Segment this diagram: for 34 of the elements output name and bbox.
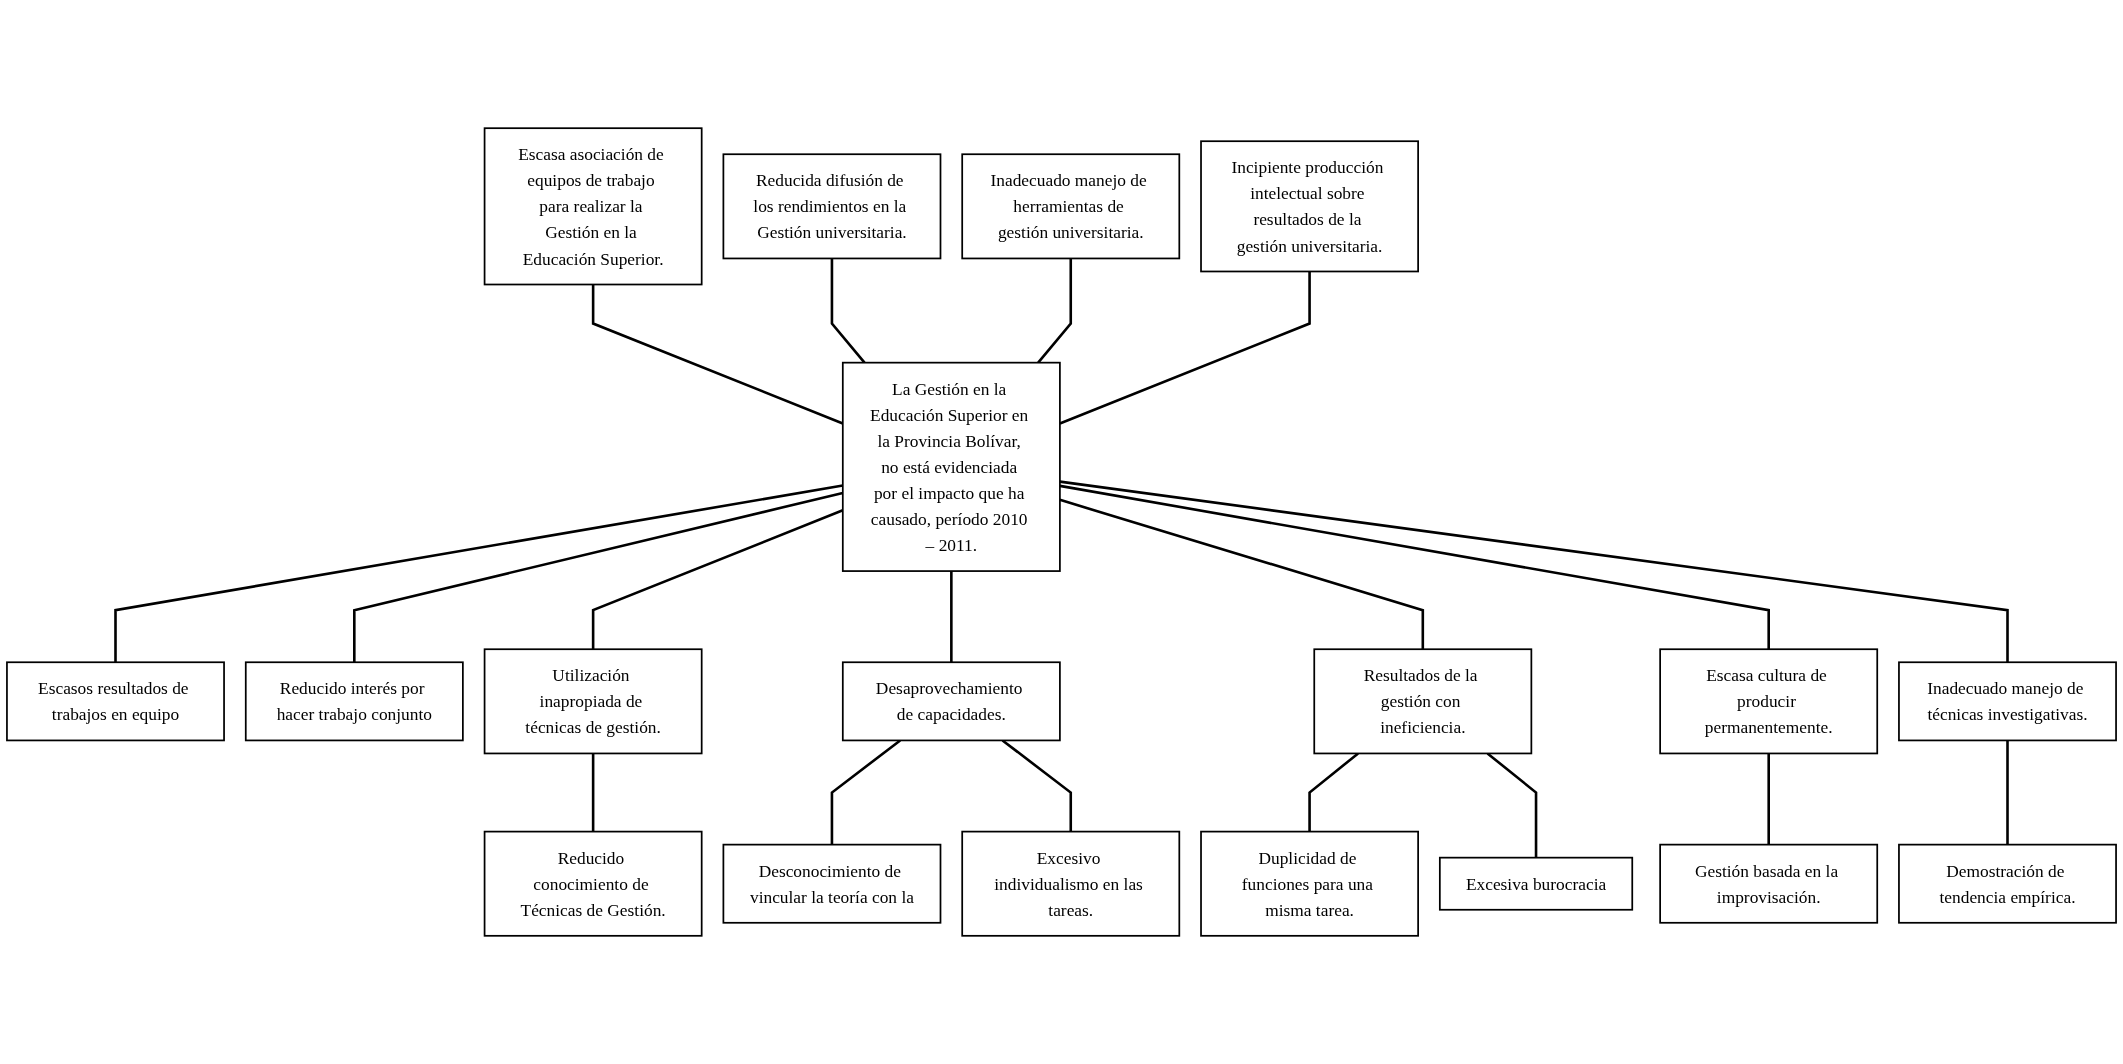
connector bbox=[950, 571, 953, 663]
connector bbox=[830, 739, 901, 845]
connector bbox=[1486, 752, 1538, 858]
node-box: Escasa cultura de producir permanentemente. bbox=[1659, 648, 1879, 755]
node-box: La Gestión en la Educación Superior en la Provincia Bolívar, no está evidenciada por el impacto que ha causado, período 2010 – 2011. bbox=[841, 361, 1061, 572]
node-box: Demostración de tendencia empírica. bbox=[1898, 843, 2117, 924]
node-box: Duplicidad de funciones para una misma tarea. bbox=[1200, 830, 1419, 937]
connector bbox=[2006, 740, 2009, 845]
connector bbox=[830, 258, 866, 364]
node-box: Desconocimiento de vincular la teoría con la bbox=[722, 843, 942, 924]
node-box: Reducido interés por hacer trabajo conjunto bbox=[244, 661, 464, 742]
node-box: Excesiva burocracia bbox=[1438, 856, 1634, 911]
node-box: Excesivo individualismo en las tareas. bbox=[961, 830, 1181, 937]
connector bbox=[1059, 271, 1311, 425]
connector bbox=[591, 753, 595, 832]
node-box: Incipiente producción intelectual sobre resultados de la gestión universitaria. bbox=[1200, 140, 1419, 273]
connector bbox=[1059, 498, 1425, 650]
node-box: Escasa asociación de equipos de trabajo para realizar la Gestión en la Educación Superior. bbox=[483, 127, 703, 286]
connector bbox=[1037, 258, 1073, 364]
node-box: Inadecuado manejo de técnicas investigativas. bbox=[1898, 661, 2117, 742]
node-box: Reducida difusión de los rendimientos en la Gestión universitaria. bbox=[722, 153, 942, 260]
node-box: Reducido conocimiento de Técnicas de Gestión. bbox=[483, 830, 703, 937]
connector bbox=[1767, 753, 1770, 845]
node-box: Desaprovechamiento de capacidades. bbox=[841, 661, 1061, 742]
connector bbox=[1308, 752, 1359, 832]
node-box: Inadecuado manejo de herramientas de gestión universitaria. bbox=[961, 153, 1181, 260]
connector bbox=[114, 484, 843, 663]
connector bbox=[1001, 739, 1073, 832]
connector bbox=[1059, 484, 1770, 650]
connector bbox=[1059, 480, 2009, 663]
node-box: Gestión basada en la improvisación. bbox=[1659, 843, 1879, 924]
node-box: Resultados de la gestión con ineficiencia. bbox=[1313, 648, 1533, 755]
node-box: Utilización inapropiada de técnicas de gestión. bbox=[483, 648, 703, 755]
node-box: Escasos resultados de trabajos en equipo bbox=[6, 661, 225, 742]
